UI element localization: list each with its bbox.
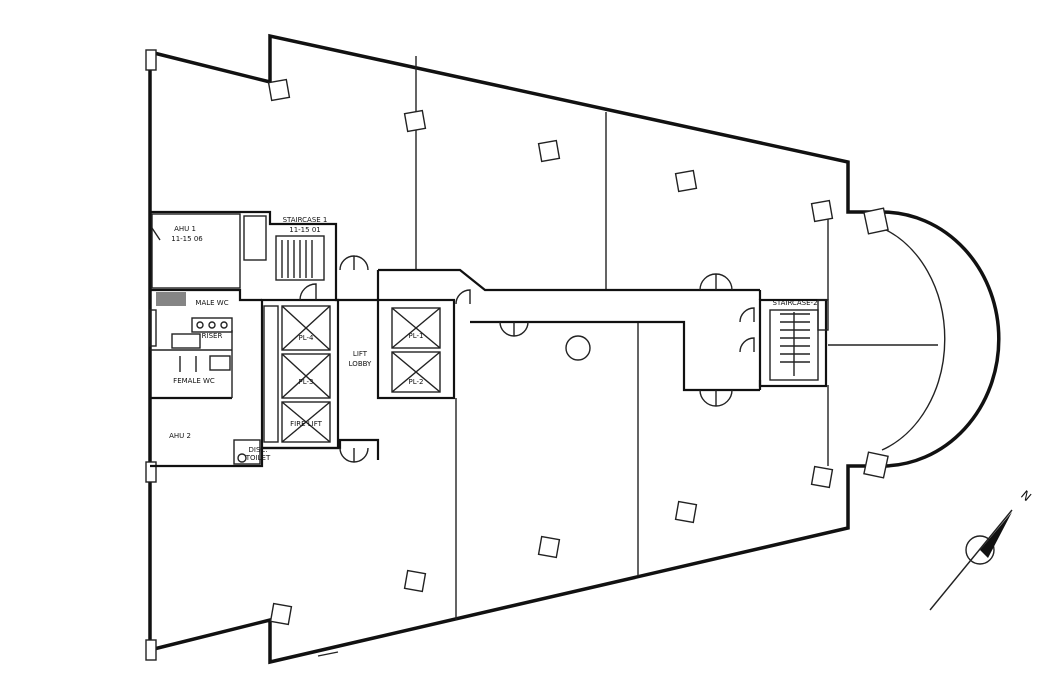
- east-curve-inner: [863, 207, 946, 479]
- ahu-1-number: 11-15 06: [171, 235, 203, 243]
- outer-wall: [145, 33, 1001, 665]
- lift-pl-1: PL-1: [391, 307, 441, 349]
- lift-pl-2: PL-2: [391, 351, 441, 393]
- male-wc-label: MALE WC: [195, 299, 228, 307]
- fire-lift: FIRE LIFT: [281, 401, 331, 443]
- ahu-1-label: AHU 1: [174, 225, 196, 233]
- lift-lobby-label: LIFT: [353, 350, 368, 358]
- lift-pl-1-label: PL-1: [409, 332, 424, 340]
- staircase-1-label: STAIRCASE 1: [283, 216, 328, 224]
- disabled-toilet-label-2: TOILET: [245, 454, 271, 462]
- columns: [267, 78, 834, 626]
- north-arrow: N: [929, 488, 1034, 611]
- riser-label: RISER: [202, 332, 223, 340]
- lift-pl-4: PL-4: [281, 305, 331, 351]
- corridor: [378, 268, 762, 407]
- lift-pl-2-label: PL-2: [409, 378, 424, 386]
- lift-pl-3: PL-3: [281, 353, 331, 399]
- north-label: N: [1018, 488, 1034, 504]
- room-ahu-2: AHU 2 DISC. TOILET: [169, 432, 271, 465]
- fire-lift-label: FIRE LIFT: [290, 420, 322, 428]
- lift-bank-west: PL-4 PL-3 FIRE LIFT: [263, 305, 331, 443]
- staircase-2: STAIRCASE-2: [739, 298, 829, 388]
- disabled-toilet-label: DISC.: [248, 446, 267, 454]
- room-ahu-1: AHU 1 11-15 06: [151, 213, 241, 289]
- staircase-1: STAIRCASE 1 11-15 01: [243, 215, 328, 281]
- lift-pl-3-label: PL-3: [299, 378, 314, 386]
- female-wc-label: FEMALE WC: [173, 377, 215, 385]
- staircase-2-label: STAIRCASE-2: [772, 299, 817, 307]
- lift-bank-east: PL-1 PL-2: [391, 307, 441, 393]
- ahu-2-label: AHU 2: [169, 432, 191, 440]
- core: [150, 210, 456, 468]
- staircase-1-number: 11-15 01: [289, 226, 320, 234]
- lift-lobby-label-2: LOBBY: [349, 360, 372, 368]
- lift-pl-4-label: PL-4: [299, 334, 315, 342]
- partitions: [415, 56, 938, 620]
- toilet-block: MALE WC RISER FEMALE WC: [149, 292, 233, 385]
